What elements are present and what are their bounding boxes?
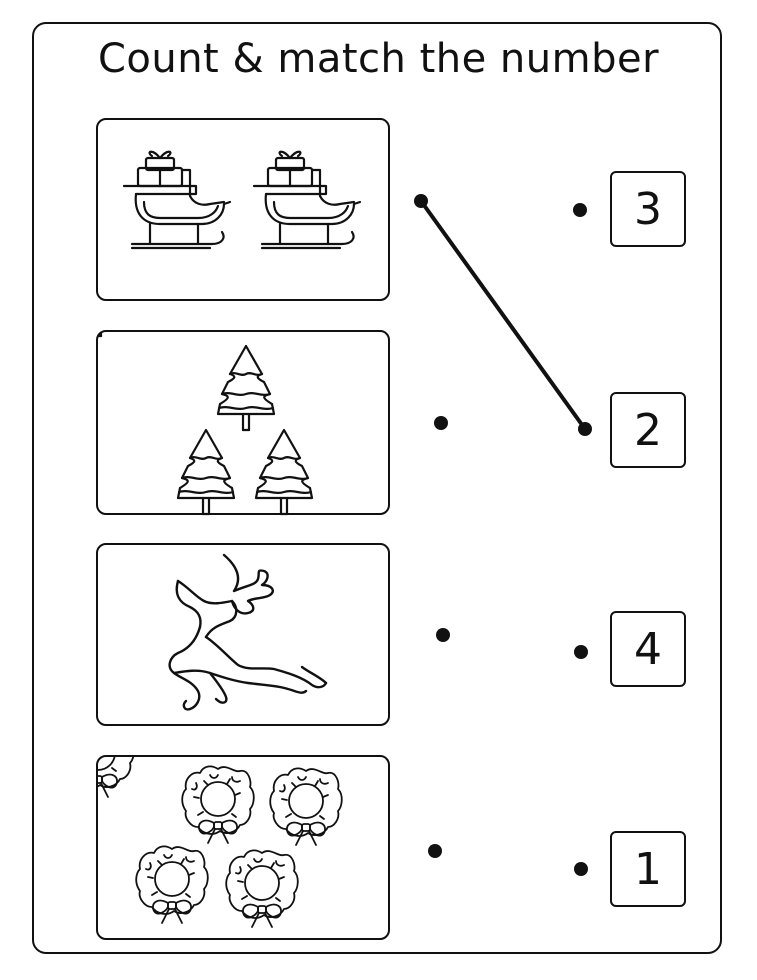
- christmas-tree-icon: [98, 332, 103, 338]
- reindeer-icon: [168, 553, 328, 711]
- wreath-icon: [98, 757, 134, 798]
- number-dot-row-1[interactable]: [573, 203, 587, 217]
- worksheet-title: Count & match the number: [97, 36, 660, 82]
- number-box-row-1[interactable]: 3: [610, 171, 686, 247]
- picture-box-sleighs: [96, 118, 390, 301]
- number-dot-row-4[interactable]: [574, 862, 588, 876]
- picture-dot-row-3[interactable]: [436, 628, 450, 642]
- number-box-row-2[interactable]: 2: [610, 392, 686, 468]
- sleigh-icon: [122, 150, 232, 250]
- number-box-row-3[interactable]: 4: [610, 611, 686, 687]
- worksheet-frame: [32, 22, 722, 954]
- picture-box-wreaths: [96, 755, 390, 940]
- picture-box-trees: [96, 330, 390, 516]
- number-dot-row-3[interactable]: [574, 645, 588, 659]
- picture-box-reindeer: [96, 543, 390, 726]
- picture-dot-row-4[interactable]: [428, 844, 442, 858]
- example-connection-line: [419, 199, 587, 431]
- number-box-row-4[interactable]: 1: [610, 831, 686, 907]
- picture-dot-row-2[interactable]: [434, 416, 448, 430]
